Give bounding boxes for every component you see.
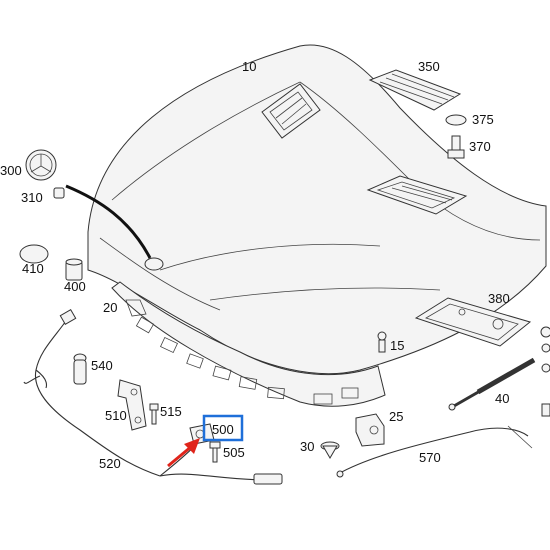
star-emblem-300 [25, 149, 57, 181]
cable-570 [337, 427, 529, 475]
label-570: 570 [419, 450, 441, 465]
vent-grille-350 [368, 69, 462, 111]
label-400: 400 [64, 279, 86, 294]
label-310: 310 [21, 190, 43, 205]
label-510: 510 [105, 408, 127, 423]
label-25: 25 [389, 409, 403, 424]
label-350: 350 [418, 59, 440, 74]
vent-380 [414, 297, 532, 347]
label-515: 515 [160, 404, 182, 419]
label-30: 30 [300, 439, 314, 454]
hood-liner [111, 281, 386, 407]
hood-panel [87, 44, 547, 375]
bumper-400 [65, 258, 83, 281]
highlight-arrow [167, 438, 200, 468]
label-40: 40 [495, 391, 509, 406]
edge-clips [540, 326, 550, 417]
bolt-505 [209, 441, 221, 463]
gas-strut-40 [448, 357, 536, 411]
clip-30 [320, 441, 340, 459]
label-15: 15 [390, 338, 404, 353]
label-300: 300 [0, 163, 22, 178]
label-410: 410 [22, 261, 44, 276]
label-10: 10 [242, 59, 256, 74]
label-520: 520 [99, 456, 121, 471]
label-500: 500 [212, 422, 234, 437]
clip-15 [377, 331, 387, 353]
label-380: 380 [488, 291, 510, 306]
bracket-25 [355, 413, 385, 447]
gasket-410 [19, 244, 49, 264]
highlight-box [202, 414, 244, 442]
label-20: 20 [103, 300, 117, 315]
cable-570-end [336, 470, 344, 478]
label-505: 505 [223, 445, 245, 460]
emblem-base-310 [53, 187, 65, 199]
cap-375 [445, 114, 467, 126]
release-cable-520 [23, 308, 283, 485]
label-375: 375 [472, 112, 494, 127]
label-540: 540 [91, 358, 113, 373]
screw-515 [149, 403, 159, 425]
screw-370 [447, 135, 465, 159]
emblem-leader-line [65, 184, 152, 259]
bracket-510 [117, 379, 147, 431]
cable-570-hook [507, 425, 533, 449]
grommet-540 [73, 353, 87, 385]
label-370: 370 [469, 139, 491, 154]
